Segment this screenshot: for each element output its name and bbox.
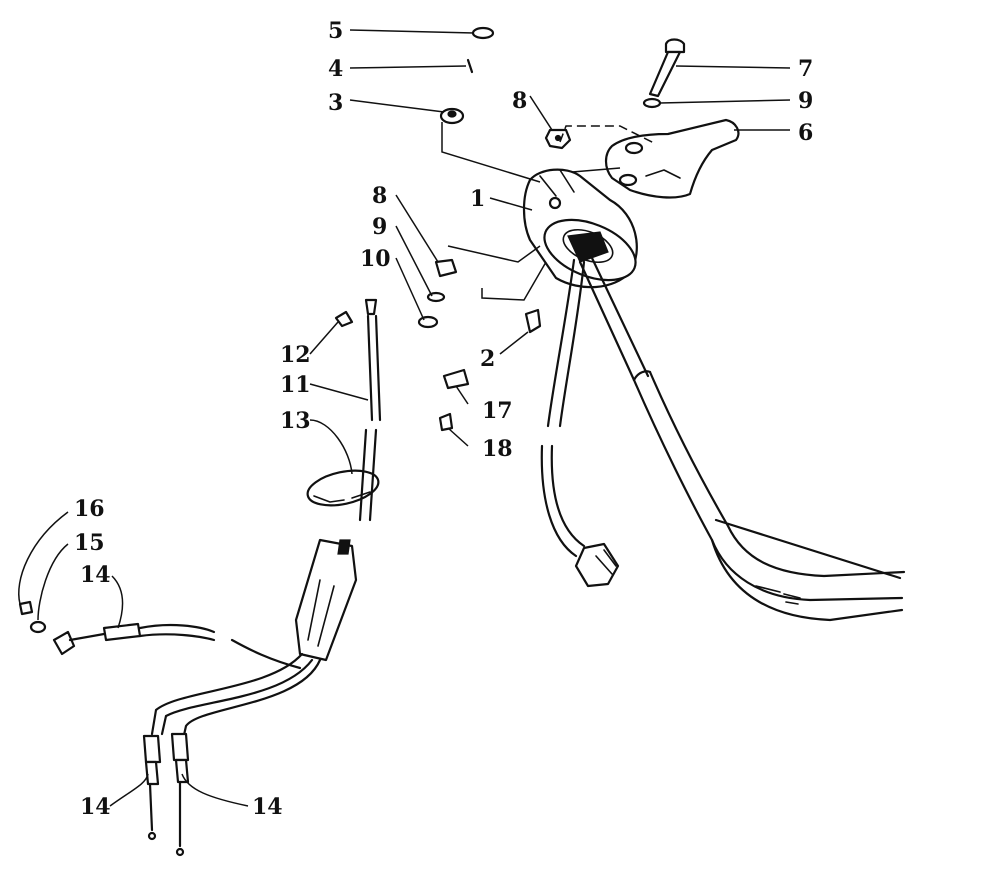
callout-3: 3: [328, 90, 343, 116]
callout-9-top: 9: [798, 88, 813, 114]
nut-8-side: [434, 258, 458, 278]
callout-16: 16: [74, 496, 105, 522]
callout-9-side: 9: [372, 214, 387, 240]
plate-17: [442, 368, 470, 390]
screw-2: [524, 308, 542, 334]
throttle-housing: [522, 168, 638, 289]
cap: [471, 26, 495, 40]
callout-7: 7: [798, 56, 813, 82]
throttle-lever-shaft: [578, 256, 650, 382]
callout-17: 17: [482, 398, 513, 424]
cable-clamp: [306, 469, 380, 507]
callout-14-bottom-right: 14: [252, 794, 283, 820]
screw-18: [438, 412, 454, 432]
callout-13: 13: [280, 408, 311, 434]
throttle-cable: [334, 298, 382, 522]
kill-switch-wire: [540, 258, 620, 588]
pivot-bolt: [648, 38, 686, 98]
choke-cable: [18, 600, 216, 656]
washer-9-upper: [642, 97, 662, 109]
callout-8-top: 8: [512, 88, 527, 114]
callout-10: 10: [360, 246, 391, 272]
callout-11: 11: [280, 372, 311, 398]
callout-8-side: 8: [372, 183, 387, 209]
handlebar: [632, 370, 906, 622]
callout-12: 12: [280, 342, 311, 368]
callout-14-bottom-left: 14: [80, 794, 111, 820]
callout-6: 6: [798, 120, 813, 146]
callout-18: 18: [482, 436, 513, 462]
cable-adjuster-right: [170, 732, 190, 857]
callout-15: 15: [74, 530, 105, 556]
nut-8-top: [544, 128, 572, 150]
callout-14-left: 14: [80, 562, 111, 588]
screw: [466, 58, 474, 74]
junction-block: [294, 538, 358, 662]
washer-10: [417, 315, 439, 329]
grommet: [439, 107, 465, 125]
throttle-lever: [604, 118, 740, 199]
callout-2: 2: [480, 346, 495, 372]
callout-4: 4: [328, 56, 343, 82]
cable-adjuster-left: [142, 734, 162, 841]
control-cables: [150, 638, 322, 746]
callout-5: 5: [328, 18, 343, 44]
callout-1: 1: [470, 186, 485, 212]
